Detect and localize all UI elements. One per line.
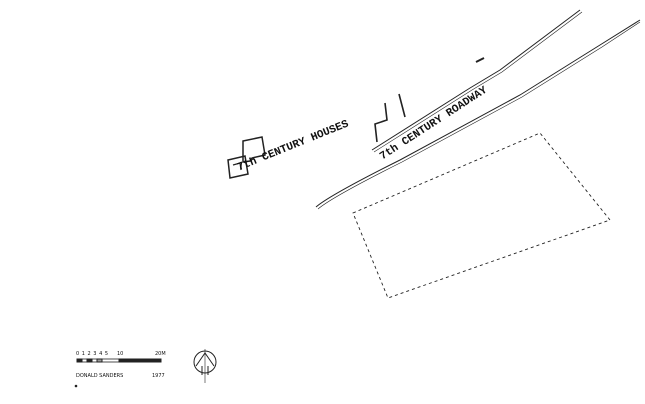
scale-end: 20M (155, 351, 166, 357)
wall-fragment (398, 93, 406, 118)
north-arrow-icon (193, 349, 217, 383)
roadway-upper-edge (371, 9, 581, 151)
house-outline (227, 155, 249, 179)
author-credit: DONALD SANDERS (76, 373, 124, 379)
wall-fragment (374, 102, 388, 143)
dot-marker (74, 384, 78, 388)
house-inner-wall (232, 162, 242, 171)
scale-mid: 10 (117, 351, 124, 357)
wall-fragment-small (475, 57, 485, 63)
roadway-lower-edge (315, 19, 641, 208)
roadway-upper-edge-inner (373, 11, 583, 153)
roadway-lower-edge-inner (317, 21, 641, 210)
year-credit: 1977 (152, 373, 165, 379)
scale-ticks: 0 1 2 3 4 5 (76, 351, 109, 357)
house-outline (242, 136, 266, 163)
